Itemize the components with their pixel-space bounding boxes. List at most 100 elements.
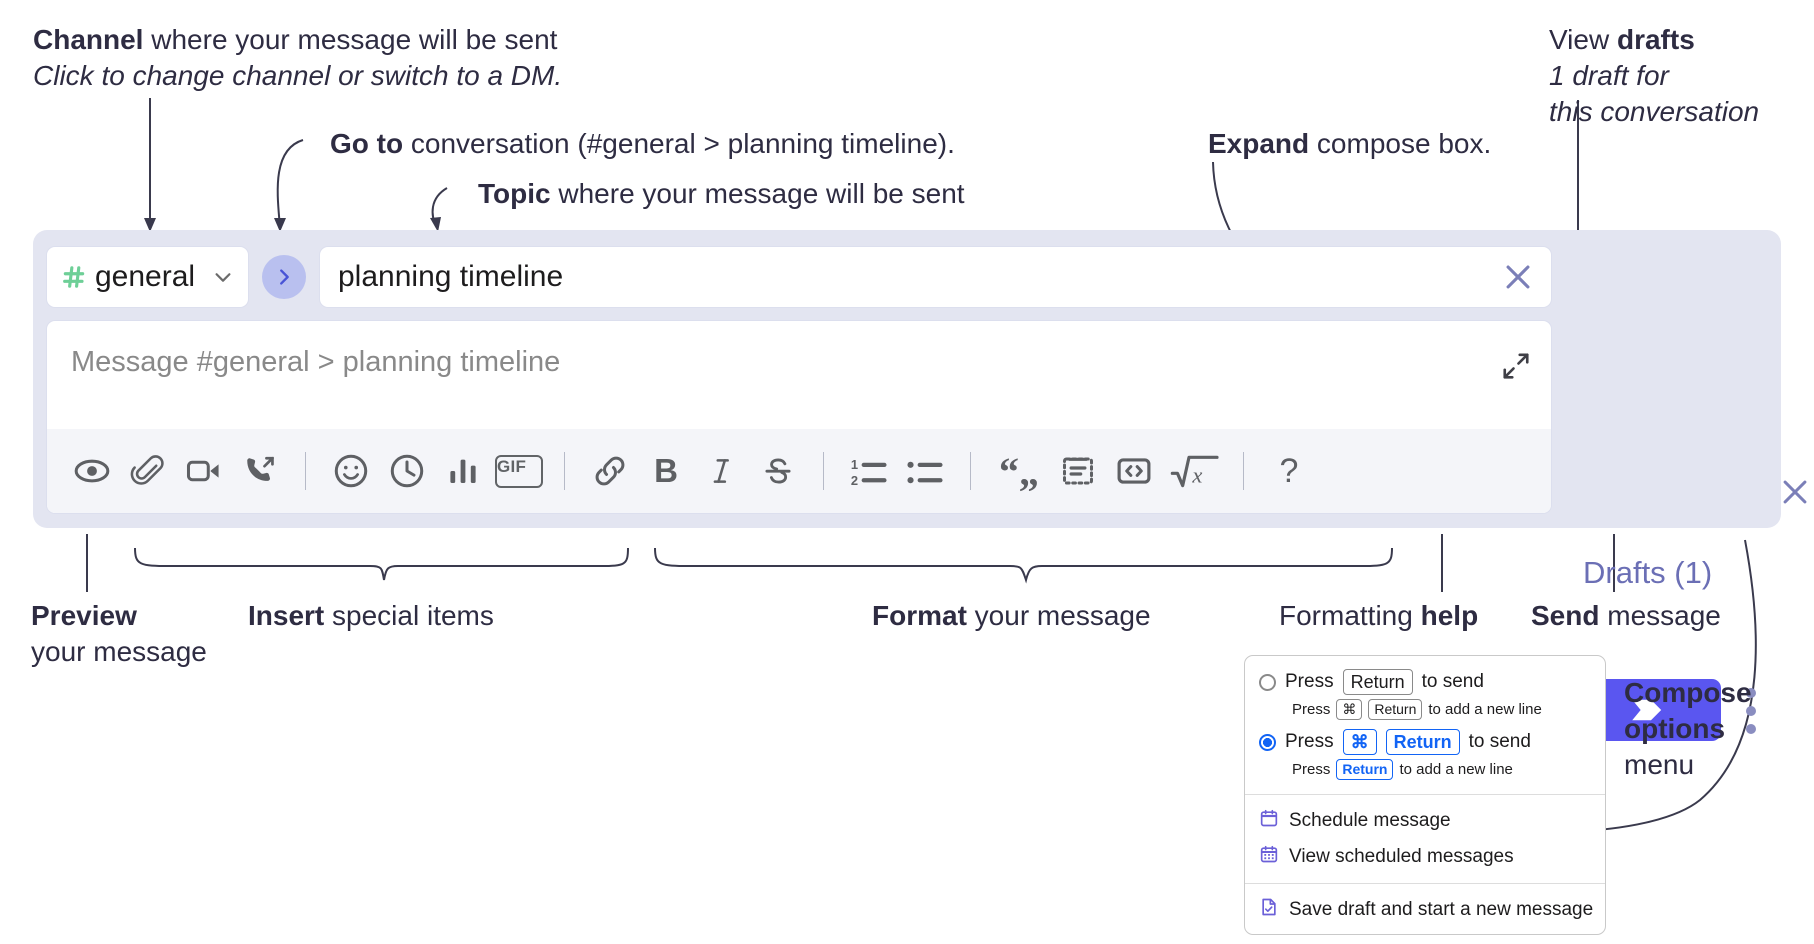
compose-box: general planning timeline Me xyxy=(33,230,1807,741)
topic-value: planning timeline xyxy=(338,260,564,293)
annotation-compose-options-line1: Compose xyxy=(1624,677,1752,708)
hash-icon xyxy=(61,264,87,290)
option-a-sub-tail: to add a new line xyxy=(1428,701,1542,719)
more-options-icon[interactable] xyxy=(1746,688,1756,734)
message-input[interactable]: Message #general > planning timeline xyxy=(47,321,1551,429)
code-block-icon[interactable] xyxy=(1051,444,1105,498)
option-b-press: Press xyxy=(1285,731,1334,753)
menu-item-label: Schedule message xyxy=(1289,810,1451,832)
option-a-key: Return xyxy=(1342,669,1413,696)
annotation-preview-line2: your message xyxy=(31,635,207,667)
annotation-channel-rest: where your message will be sent xyxy=(143,24,558,55)
annotation-send: Send message xyxy=(1531,598,1721,634)
option-a-press: Press xyxy=(1285,671,1334,693)
annotation-send-rest: message xyxy=(1599,600,1721,631)
clock-icon[interactable] xyxy=(380,444,434,498)
svg-text:2: 2 xyxy=(851,473,858,488)
annotation-drafts-line3: this conversation xyxy=(1549,95,1760,127)
annotation-format: Format your message xyxy=(872,598,1151,634)
annotation-insert: Insert special items xyxy=(248,598,494,634)
toolbar-divider xyxy=(1243,452,1244,490)
option-b-sub-tail: to add a new line xyxy=(1399,761,1513,779)
menu-item-label: Save draft and start a new message xyxy=(1289,899,1594,921)
bulleted-list-icon[interactable] xyxy=(898,444,952,498)
gif-icon[interactable]: GIF xyxy=(492,444,546,498)
option-a-sub-key1: ⌘ xyxy=(1336,699,1363,721)
option-b-key2: Return xyxy=(1385,729,1460,756)
radio-selected-icon[interactable] xyxy=(1259,733,1276,751)
blockquote-icon[interactable]: “„ xyxy=(989,444,1049,498)
channel-name: general xyxy=(95,260,196,293)
topic-input[interactable]: planning timeline xyxy=(319,246,1552,308)
close-icon[interactable] xyxy=(1778,475,1812,509)
math-icon[interactable]: x xyxy=(1163,444,1225,498)
menu-item-view-scheduled-messages[interactable]: View scheduled messages xyxy=(1245,839,1605,875)
toolbar-divider xyxy=(970,452,971,490)
help-icon[interactable]: ? xyxy=(1262,444,1316,498)
annotation-help-bold: help xyxy=(1420,600,1479,631)
italic-icon[interactable] xyxy=(695,444,749,498)
expand-icon[interactable] xyxy=(1501,351,1531,381)
annotation-topic: Topic where your message will be sent xyxy=(478,176,965,212)
annotation-goto: Go to conversation (#general > planning … xyxy=(330,126,955,162)
calendar-schedule-icon xyxy=(1259,808,1279,834)
annotation-drafts: View drafts 1 draft for this conversatio… xyxy=(1549,22,1759,129)
option-b-sub-press: Press xyxy=(1292,761,1331,779)
send-option-cmd-return[interactable]: Press ⌘ Return to send xyxy=(1245,726,1605,758)
annotation-drafts-bold: drafts xyxy=(1616,24,1695,55)
attachment-icon[interactable] xyxy=(121,444,175,498)
annotation-compose-options-line2: options xyxy=(1624,712,1726,744)
option-a-tosend: to send xyxy=(1421,671,1484,693)
option-a-sub-press: Press xyxy=(1292,701,1331,719)
video-icon[interactable] xyxy=(177,444,231,498)
poll-icon[interactable] xyxy=(436,444,490,498)
send-option-cmd-return-sub: Press Return to add a new line xyxy=(1245,758,1605,786)
annotation-send-bold: Send xyxy=(1531,600,1600,631)
drafts-link[interactable]: Drafts (1) xyxy=(1583,555,1713,590)
close-icon[interactable] xyxy=(1501,260,1535,294)
bold-icon[interactable]: B xyxy=(639,444,693,498)
annotation-preview-bold: Preview xyxy=(31,600,137,631)
formatting-toolbar: GIF B xyxy=(47,429,1551,513)
annotation-help-plain: Formatting xyxy=(1279,600,1421,631)
radio-unselected-icon[interactable] xyxy=(1259,673,1276,691)
annotation-insert-bold: Insert xyxy=(248,600,325,631)
option-b-tosend: to send xyxy=(1468,731,1531,753)
annotation-expand-rest: compose box. xyxy=(1309,128,1492,159)
preview-icon[interactable] xyxy=(65,444,119,498)
annotation-channel: Channel where your message will be sent … xyxy=(33,22,562,94)
help-label: ? xyxy=(1279,451,1299,490)
save-draft-icon xyxy=(1259,897,1279,923)
svg-text:x: x xyxy=(1191,463,1202,488)
audio-call-icon[interactable] xyxy=(233,444,287,498)
option-b-key1: ⌘ xyxy=(1342,729,1377,756)
annotation-help: Formatting help xyxy=(1279,598,1478,634)
annotation-goto-rest: conversation (#general > planning timeli… xyxy=(403,128,955,159)
menu-item-label: View scheduled messages xyxy=(1289,846,1514,868)
chevron-down-icon xyxy=(212,266,234,288)
compose-main-column: general planning timeline Me xyxy=(46,244,1552,514)
emoji-icon[interactable] xyxy=(324,444,378,498)
link-icon[interactable] xyxy=(583,444,637,498)
annotation-goto-bold: Go to xyxy=(330,128,404,159)
strikethrough-icon[interactable] xyxy=(751,444,805,498)
send-option-return[interactable]: Press Return to send xyxy=(1245,666,1605,698)
annotation-insert-rest: special items xyxy=(324,600,494,631)
inline-code-icon[interactable] xyxy=(1107,444,1161,498)
goto-conversation-button[interactable] xyxy=(262,255,306,299)
bold-label: B xyxy=(654,452,678,489)
send-option-return-sub: Press ⌘ Return to add a new line xyxy=(1245,698,1605,726)
svg-text:1: 1 xyxy=(851,457,858,472)
annotation-expand-bold: Expand xyxy=(1208,128,1310,159)
annotation-drafts-plain: View xyxy=(1549,24,1617,55)
gif-label: GIF xyxy=(495,454,543,488)
menu-item-schedule-message[interactable]: Schedule message xyxy=(1245,803,1605,839)
calendar-grid-icon xyxy=(1259,844,1279,870)
channel-selector[interactable]: general xyxy=(46,246,249,308)
menu-item-save-draft[interactable]: Save draft and start a new message xyxy=(1245,892,1605,928)
message-input-container: Message #general > planning timeline xyxy=(46,320,1552,514)
annotation-expand: Expand compose box. xyxy=(1208,126,1491,162)
menu-divider xyxy=(1245,883,1605,885)
annotation-preview: Preview your message xyxy=(31,598,207,670)
